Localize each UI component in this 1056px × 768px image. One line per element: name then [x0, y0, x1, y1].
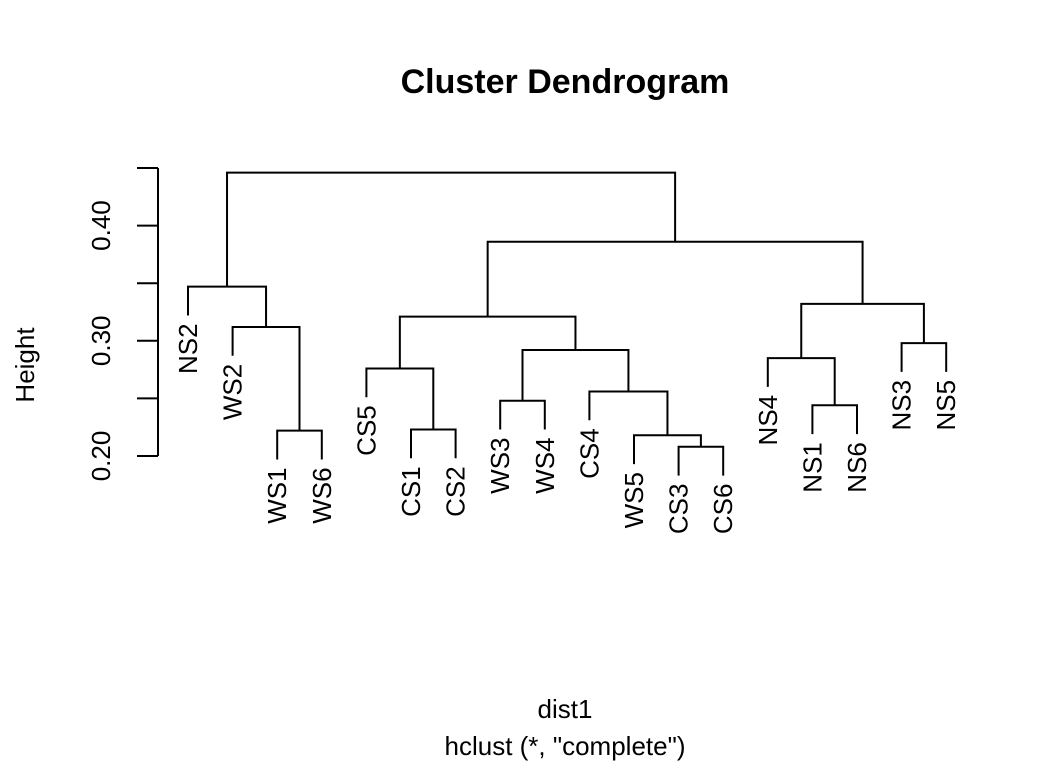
merge-link	[398, 315, 577, 369]
merge-link	[486, 240, 864, 317]
merge-link	[900, 342, 948, 372]
merge-link	[800, 302, 925, 359]
leaf-label: NS1	[797, 442, 827, 493]
y-axis-label: Height	[10, 327, 40, 403]
merge-link	[226, 171, 677, 287]
x-axis-label: dist1	[538, 694, 593, 724]
leaf-label: NS4	[753, 395, 783, 446]
leaf-label: WS6	[307, 467, 337, 523]
leaf-label: NS6	[842, 442, 872, 493]
merge-link	[276, 429, 323, 460]
y-tick-label: 0.20	[86, 431, 116, 482]
y-tick-label: 0.30	[86, 315, 116, 366]
leaf-label: WS5	[619, 472, 649, 528]
leaf-label: CS6	[708, 484, 738, 535]
leaf-label: WS4	[530, 438, 560, 494]
merge-link	[521, 349, 630, 401]
leaf-label: CS2	[441, 466, 471, 517]
merge-link	[677, 445, 725, 476]
leaf-label: NS3	[887, 380, 917, 431]
subtitle: hclust (*, "complete")	[445, 731, 686, 761]
chart-title: Cluster Dendrogram	[401, 63, 730, 101]
leaf-label: CS5	[351, 405, 381, 456]
leaf-label: CS1	[396, 466, 426, 517]
leaf-labels: CS3 CS6 WS5 WS1 WS6 CS1 CS2 NS1 NS6 WS3 WS4 CS4 CS5 N…	[173, 323, 961, 534]
leaf-label: WS1	[262, 467, 292, 523]
leaf-label: CS3	[664, 484, 694, 535]
y-axis: 0.20 0.30 0.40	[86, 167, 159, 482]
leaf-label: NS5	[931, 380, 961, 431]
leaf-label: NS2	[173, 323, 203, 374]
leaf-label: WS2	[218, 364, 248, 420]
merge-link	[811, 404, 858, 435]
y-tick-label: 0.40	[86, 200, 116, 251]
leaf-label: WS3	[485, 438, 515, 494]
dendrogram-tree	[187, 171, 948, 476]
merge-link	[410, 428, 457, 459]
leaf-label: CS4	[574, 428, 604, 479]
merge-link	[499, 399, 546, 430]
merge-link	[633, 434, 702, 465]
merge-link	[187, 285, 268, 327]
